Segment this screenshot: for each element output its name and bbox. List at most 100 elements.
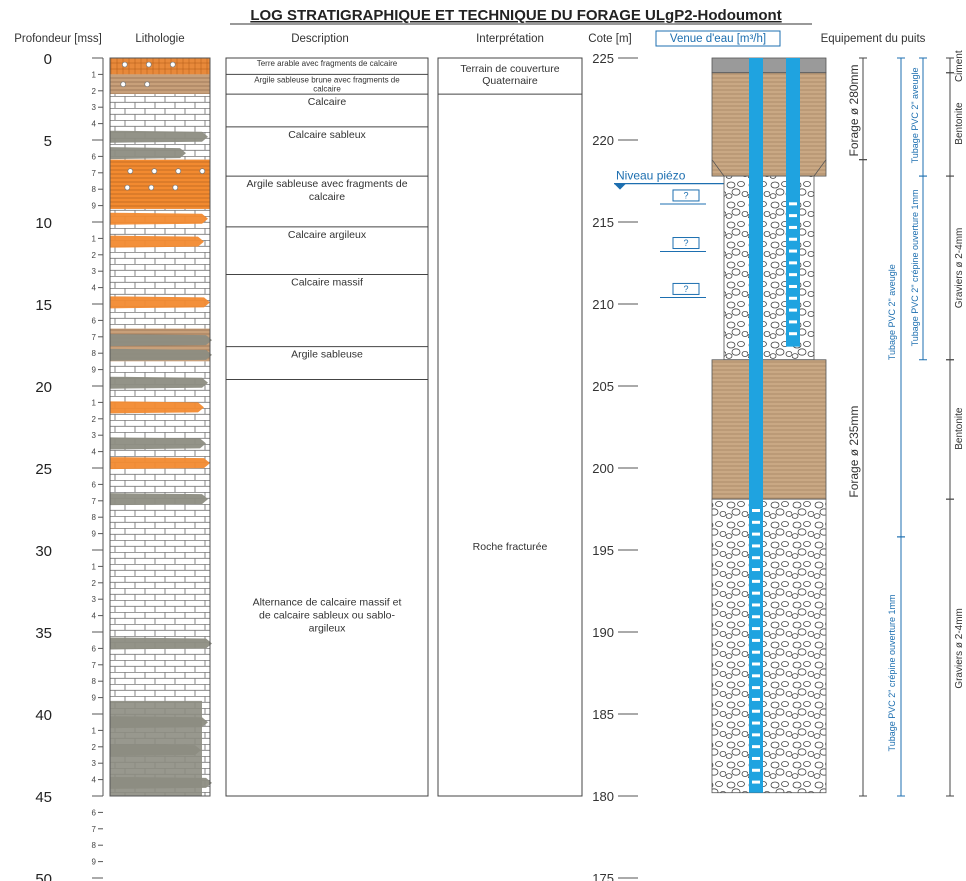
lithology-fragment xyxy=(127,168,134,175)
depth-minor-label: 6 xyxy=(92,152,97,161)
cote-label: 190 xyxy=(592,625,614,640)
screen-slot xyxy=(752,603,760,607)
description-cell: Terre arable avec fragments de calcaire xyxy=(257,59,398,68)
depth-minor-label: 6 xyxy=(92,316,97,325)
screen-slot xyxy=(752,638,760,642)
depth-minor-label: 6 xyxy=(92,644,97,653)
screen-slot xyxy=(752,556,760,560)
depth-minor-label: 8 xyxy=(92,349,97,358)
description-text: Calcaire massif xyxy=(291,276,363,288)
screen-slot xyxy=(789,214,797,218)
lithology-orange-band xyxy=(110,159,210,209)
description-cell: Calcaire sableux xyxy=(226,126,428,141)
pvc-blind-long-label: Tubage PVC 2" aveugle xyxy=(887,264,897,360)
lithology-fill xyxy=(110,254,210,329)
well-fill-bentonite xyxy=(711,72,827,177)
description-text: Argile sableuse avec fragments de xyxy=(246,178,407,190)
lithology-streak xyxy=(110,401,204,414)
well-equipment xyxy=(711,57,827,794)
cote-label: 180 xyxy=(592,789,614,804)
description-text: de calcaire sableux ou sablo- xyxy=(259,609,396,621)
depth-minor-label: 1 xyxy=(92,562,97,571)
screen-slot xyxy=(752,697,760,701)
screen-slot xyxy=(752,709,760,713)
cote-label: 220 xyxy=(592,133,614,148)
water-inflow-frame xyxy=(672,237,700,250)
depth-minor-label: 7 xyxy=(92,661,97,670)
depth-minor-label: 8 xyxy=(92,185,97,194)
description-cell: Calcaire xyxy=(226,93,428,108)
lithology-fragment xyxy=(144,81,151,88)
borehole-step xyxy=(711,159,827,177)
water-inflow-value: ? xyxy=(683,238,688,248)
screen-slot xyxy=(752,733,760,737)
lithology-fragment xyxy=(151,168,158,175)
header-water: Venue d'eau [m³/h] xyxy=(670,33,766,45)
description-cell: Argile sableuse xyxy=(226,346,428,361)
depth-minor-label: 8 xyxy=(92,677,97,686)
interpretation-border xyxy=(437,57,583,797)
depth-minor-label: 7 xyxy=(92,497,97,506)
description-cell: Calcaire massif xyxy=(226,273,428,288)
lithology-streak xyxy=(110,235,204,248)
well-fill-gravel xyxy=(723,175,815,361)
lithology-streak xyxy=(110,212,208,225)
depth-minor-label: 1 xyxy=(92,234,97,243)
cote-label: 195 xyxy=(592,543,614,558)
water-inflow-box: ? xyxy=(660,282,706,298)
header-equipment: Equipement du puits xyxy=(821,33,926,45)
water-inflow-box: ? xyxy=(660,237,706,253)
screen-slot xyxy=(789,249,797,253)
depth-minor-label: 3 xyxy=(92,103,97,112)
description-cell: Argile sableuse brune avec fragments dec… xyxy=(226,73,428,93)
depth-minor-label: 4 xyxy=(92,776,97,785)
depth-minor-label: 4 xyxy=(92,284,97,293)
water-inflow-value: ? xyxy=(683,190,688,200)
header-interpretation: Interprétation xyxy=(476,33,544,45)
water-inflow-box: ? xyxy=(660,189,706,205)
screen-slot xyxy=(752,615,760,619)
bentonite-2-label: Bentonite xyxy=(954,407,965,450)
lithology-streak xyxy=(110,457,210,470)
bentonite-1-label: Bentonite xyxy=(954,102,965,145)
lithology-fragment xyxy=(124,184,131,191)
depth-major-label: 50 xyxy=(35,871,52,881)
depth-major-label: 45 xyxy=(35,789,52,806)
lithology-decoration xyxy=(110,61,212,796)
cote-label: 205 xyxy=(592,379,614,394)
depth-minor-label: 2 xyxy=(92,251,97,260)
water-inflow-frame xyxy=(672,189,700,202)
depth-minor-label: 6 xyxy=(92,480,97,489)
depth-minor-label: 3 xyxy=(92,595,97,604)
depth-minor-label: 7 xyxy=(92,825,97,834)
screen-slot xyxy=(752,745,760,749)
description-text: calcaire xyxy=(313,84,341,93)
screen-slot xyxy=(752,780,760,784)
lithology-streak xyxy=(110,376,208,389)
depth-minor-label: 1 xyxy=(92,70,97,79)
depth-major-label: 10 xyxy=(35,215,52,232)
depth-axis: 0123456789101234156789201234256789301234… xyxy=(35,51,104,881)
interpretation-text: Roche fracturée xyxy=(473,541,548,553)
depth-major-label: 25 xyxy=(35,461,52,478)
depth-minor-label: 9 xyxy=(92,366,97,375)
cote-label: 210 xyxy=(592,297,614,312)
depth-minor-label: 2 xyxy=(92,415,97,424)
water-inflow-value: ? xyxy=(683,284,688,294)
pvc-screen-short-label: Tubage PVC 2" crépine ouverture 1mm xyxy=(910,189,920,346)
depth-minor-label: 2 xyxy=(92,579,97,588)
lithology-fragment xyxy=(172,184,179,191)
depth-minor-label: 9 xyxy=(92,530,97,539)
lithology-streak xyxy=(110,147,186,160)
depth-minor-label: 3 xyxy=(92,267,97,276)
depth-minor-label: 4 xyxy=(92,120,97,129)
lithology-fragment xyxy=(121,61,128,68)
description-text: Calcaire sableux xyxy=(288,129,366,141)
depth-minor-label: 2 xyxy=(92,743,97,752)
description-text: calcaire xyxy=(309,191,345,203)
screen-slot xyxy=(789,237,797,241)
screen-slot xyxy=(752,532,760,536)
lithology-streak xyxy=(110,437,206,450)
depth-major-label: 20 xyxy=(35,379,52,396)
